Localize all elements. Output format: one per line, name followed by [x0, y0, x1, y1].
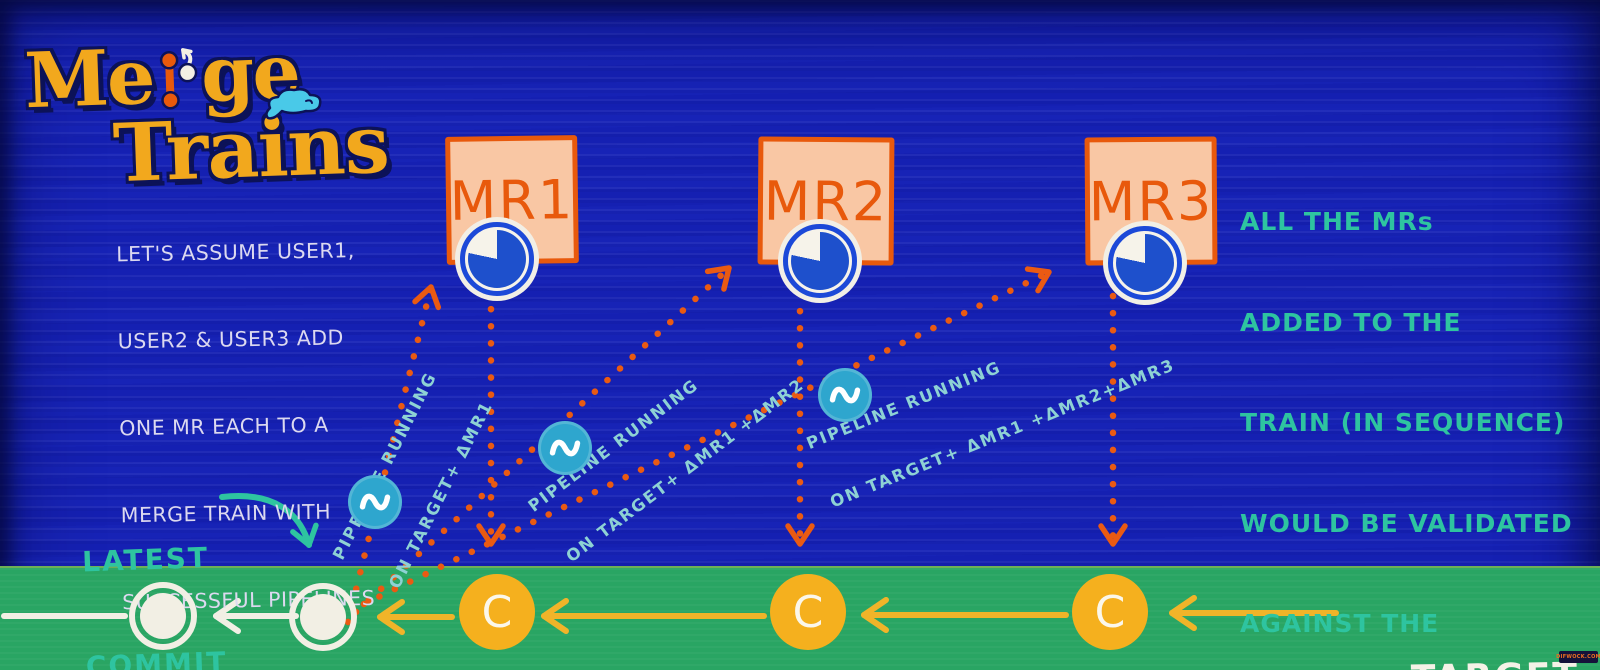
page-title: Me ge Trains	[23, 24, 390, 204]
pipeline3-label-line2: ON TARGET+ ΔMR1 +ΔMR2+ΔMR3	[827, 355, 1178, 512]
validation-note-text: ALL THE MRs ADDED TO THE TRAIN (IN SEQUE…	[1240, 138, 1573, 670]
merge-commit-node-1: C	[459, 574, 535, 650]
mr3-label: MR3	[1088, 169, 1214, 233]
latest-commit-node	[289, 583, 357, 651]
pipeline1-label-line2: ON TARGET+ ΔMR1	[385, 397, 497, 592]
timer-icon	[783, 224, 857, 298]
note-line: WOULD BE VALIDATED	[1240, 508, 1573, 538]
pipeline-wave-icon	[818, 368, 872, 422]
steam-cloud-icon	[265, 87, 322, 120]
merge-commit-node-3: C	[1072, 574, 1148, 650]
commit-node	[129, 582, 197, 650]
commit-letter: C	[792, 586, 824, 638]
note-line: ALL THE MRs	[1240, 207, 1434, 236]
mr2-label: MR2	[763, 169, 889, 233]
git-merge-icon	[160, 47, 198, 109]
note-line: TRAIN (IN SEQUENCE)	[1240, 408, 1566, 437]
timer-icon	[1108, 226, 1182, 300]
commit-letter: C	[1094, 586, 1126, 638]
intro-line: LET'S ASSUME USER1,	[116, 238, 355, 267]
pipeline-wave-icon	[348, 475, 402, 529]
merge-commit-node-2: C	[770, 574, 846, 650]
intro-line: USER2 & USER3 ADD	[117, 325, 345, 354]
commit-letter: C	[481, 586, 513, 638]
note-line: ADDED TO THE	[1240, 307, 1462, 337]
latest-commit-line1: LATEST	[81, 541, 210, 579]
pipeline-wave-icon	[538, 421, 592, 475]
timer-icon	[460, 222, 534, 296]
watermark: DIFWOCK.COM	[1556, 651, 1600, 663]
mr1-label: MR1	[449, 167, 575, 233]
note-line: AGAINST THE	[1240, 609, 1440, 638]
